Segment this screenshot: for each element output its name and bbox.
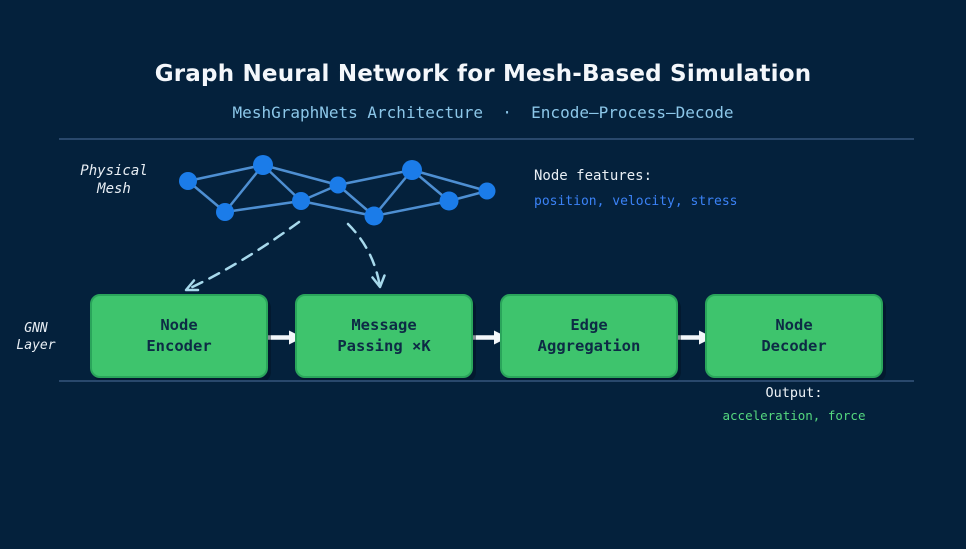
page-title: Graph Neural Network for Mesh-Based Simu… (154, 61, 812, 87)
mesh-edge (224, 164, 264, 213)
dashed-arrow-to-encoder (184, 220, 301, 292)
gnn-layer-label: GNN Layer (5, 320, 67, 354)
mesh-edge (411, 168, 488, 193)
message-passing-label-line2: Passing ×K (337, 337, 431, 355)
gnn-layer-label-line1: GNN (24, 321, 48, 336)
mesh-edge (373, 199, 450, 218)
physical-mesh-label: Physical Mesh (57, 162, 171, 198)
output-values: acceleration, force (722, 408, 866, 423)
message-passing-label-line1: Message (351, 316, 417, 334)
dashed-arrow-to-message-passing (346, 222, 386, 289)
node-decoder-label-line2: Decoder (761, 337, 827, 355)
mesh-node (402, 160, 422, 180)
mesh-node (253, 155, 273, 175)
mesh-node (179, 172, 197, 190)
mesh-graph (179, 155, 496, 226)
dashed-arrow-to-message-passing-curve (346, 222, 382, 289)
gnn-layer-label-line2: Layer (16, 338, 56, 353)
mesh-node (478, 182, 496, 200)
node-decoder-box: Node Decoder (705, 294, 883, 378)
bottom-divider (59, 380, 914, 382)
mesh-edge (262, 163, 339, 187)
node-features-heading: Node features: (534, 168, 653, 184)
output-heading: Output: (765, 385, 823, 401)
mesh-node (329, 176, 347, 194)
subtitle: MeshGraphNets Architecture · Encode—Proc… (232, 103, 734, 122)
node-decoder-label-line1: Node (775, 316, 813, 334)
mesh-edge (300, 199, 375, 218)
edge-aggregation-label-line1: Edge (570, 316, 608, 334)
mesh-node (216, 203, 234, 221)
dashed-arrow-to-encoder-head (184, 279, 200, 292)
message-passing-box: Message Passing ×K (295, 294, 473, 378)
mesh-edge (337, 168, 413, 187)
mesh-node (292, 192, 310, 210)
mesh-edge (224, 199, 302, 214)
mesh-node (364, 206, 384, 226)
node-encoder-label-line1: Node (160, 316, 198, 334)
dashed-arrow-to-message-passing-head (371, 274, 386, 289)
physical-mesh-label-line1: Physical (80, 163, 148, 179)
mesh-node (439, 191, 459, 211)
edge-aggregation-label-line2: Aggregation (537, 337, 641, 355)
node-encoder-box: Node Encoder (90, 294, 268, 378)
node-encoder-label-line2: Encoder (146, 337, 212, 355)
top-divider (59, 138, 914, 140)
edge-aggregation-box: Edge Aggregation (500, 294, 678, 378)
physical-mesh-label-line2: Mesh (97, 181, 131, 197)
node-features-values: position, velocity, stress (534, 194, 738, 209)
mesh-edge (187, 163, 264, 183)
dashed-arrow-to-encoder-curve (184, 220, 301, 292)
